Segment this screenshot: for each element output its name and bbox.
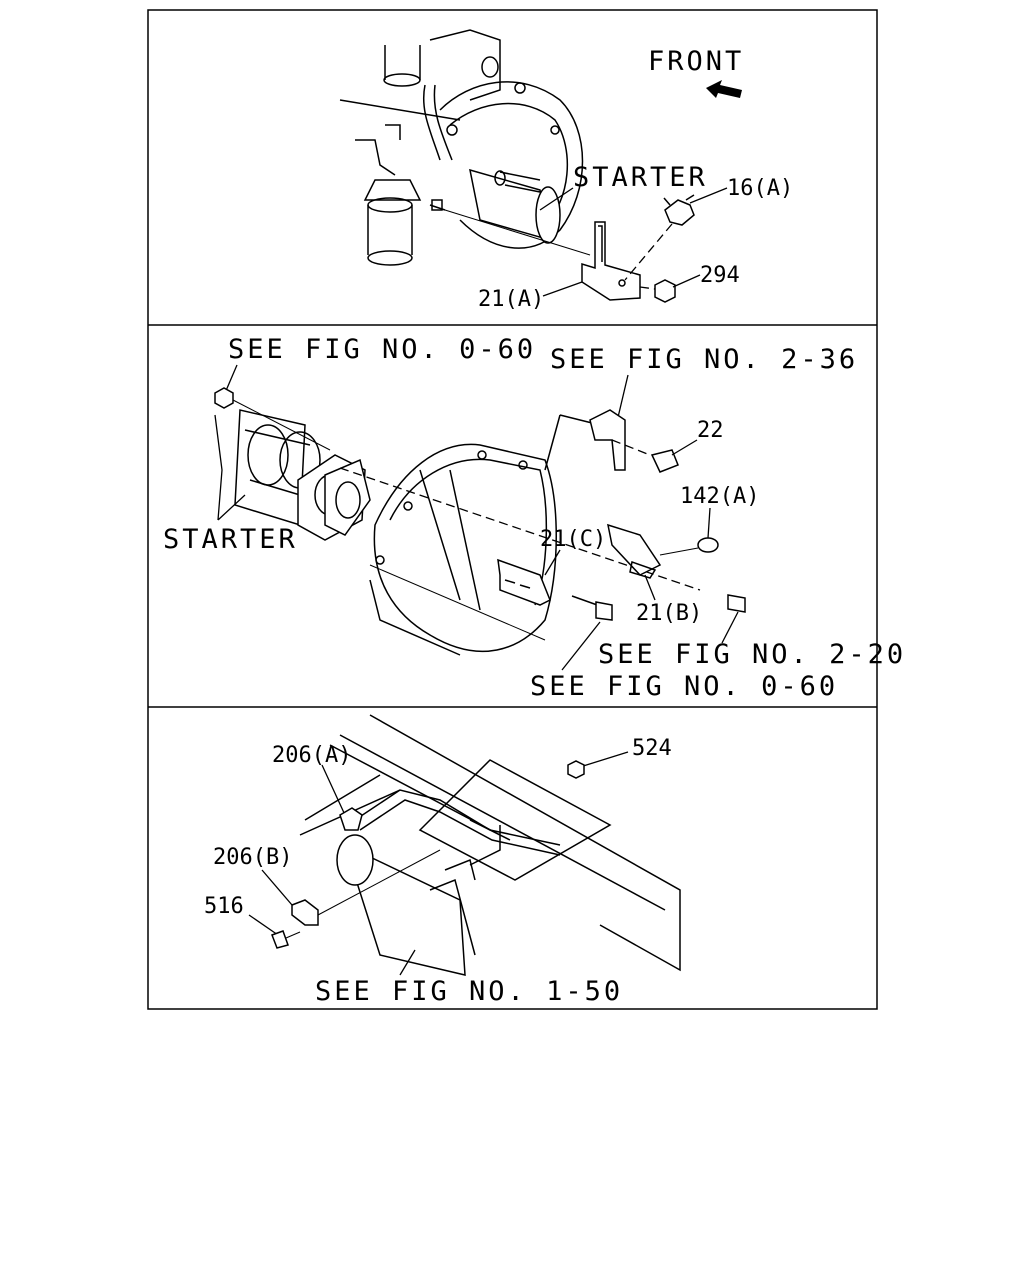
nut-294-illustration: [654, 279, 676, 303]
part-21c-label: 21(C): [540, 527, 606, 552]
part-16a-label: 16(A): [727, 176, 793, 201]
part-524-label: 524: [632, 736, 672, 761]
diagram-frame: [147, 9, 878, 1010]
starter-label-middle: STARTER: [163, 524, 298, 555]
part-21b-label: 21(B): [636, 601, 702, 626]
engine-block-illustration: [339, 29, 591, 266]
part-206a-label: 206(A): [272, 743, 351, 768]
bell-housing-illustration: [369, 414, 601, 656]
part-22-label: 22: [697, 418, 724, 443]
see-fig-2-20-label: SEE FIG NO. 2-20: [598, 639, 906, 670]
starter-motor-bottom-illustration: [336, 834, 476, 976]
panel-top: FRONT STARTER 21(A) 16(A) 294: [339, 29, 793, 312]
see-fig-0-60-top-label: SEE FIG NO. 0-60: [228, 334, 536, 365]
panel-bottom: 206(A) 524 206(B) 516 SEE FIG NO. 1-50: [204, 714, 681, 1007]
front-arrow-icon: [706, 80, 742, 98]
starter-label-top: STARTER: [573, 162, 708, 193]
part-516-label: 516: [204, 894, 244, 919]
starter-motor-illustration: [234, 409, 371, 541]
part-142a-label: 142(A): [680, 484, 759, 509]
see-fig-1-50-label: SEE FIG NO. 1-50: [315, 976, 623, 1007]
bracket-22-illustration: [589, 409, 679, 473]
see-fig-0-60-bottom-label: SEE FIG NO. 0-60: [530, 671, 838, 702]
part-206b-label: 206(B): [213, 845, 292, 870]
bracket-21a-illustration: [581, 221, 641, 301]
panel-middle: SEE FIG NO. 0-60 SEE FIG NO. 2-36 STARTE…: [163, 334, 906, 702]
front-label: FRONT: [648, 46, 744, 77]
clip-16a-illustration: [663, 194, 695, 226]
see-fig-2-36-label: SEE FIG NO. 2-36: [550, 344, 858, 375]
bracket-21c-illustration: [497, 558, 551, 606]
frame-rail-illustration: [299, 714, 681, 972]
part-294-label: 294: [700, 263, 740, 288]
clamp-142a-illustration: [607, 523, 719, 579]
part-21a-label: 21(A): [478, 287, 544, 312]
